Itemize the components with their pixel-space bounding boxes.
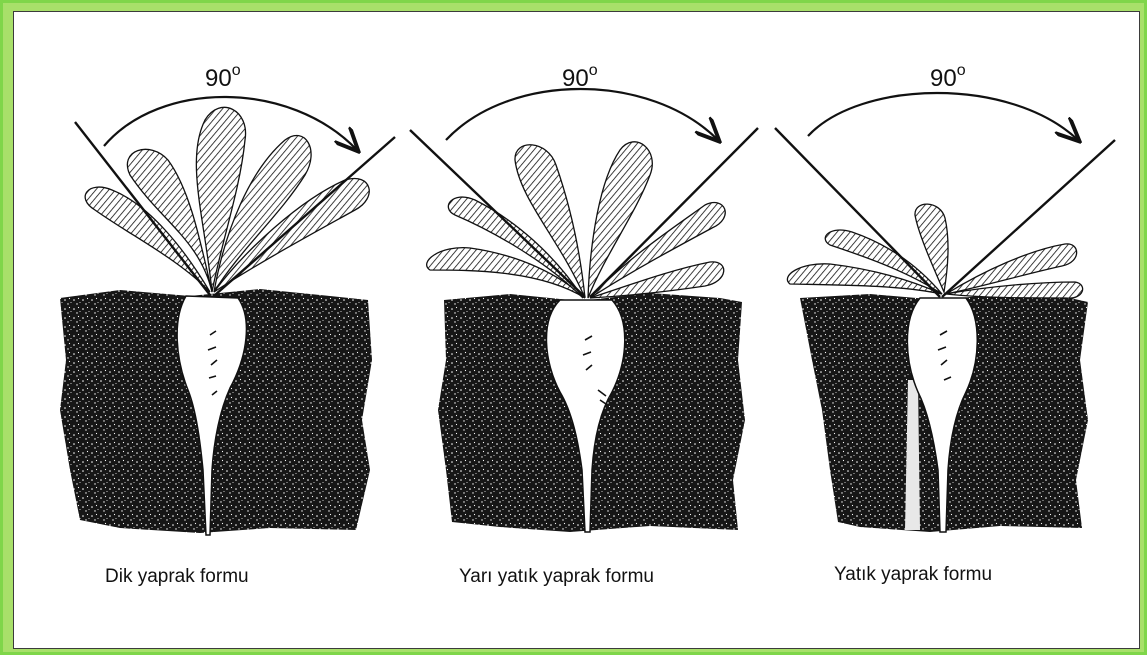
- angle-arc-arrow: [446, 89, 718, 140]
- panel-prostrate: 90o Yatık yaprak formu: [775, 62, 1115, 585]
- leaf-rosette: [427, 142, 726, 298]
- panel-upright: 90o Dik yaprak formu: [60, 62, 395, 587]
- panel-semi-prostrate: 90o Yarı yatık yaprak formu: [410, 62, 758, 587]
- caption-upright: Dik yaprak formu: [105, 566, 249, 587]
- angle-label: 90o: [930, 62, 966, 92]
- angle-arc-arrow: [808, 93, 1078, 140]
- angle-label: 90o: [205, 62, 241, 92]
- angle-label: 90o: [562, 62, 598, 92]
- leaf-rosette: [85, 107, 369, 292]
- degree-symbol: o: [957, 62, 966, 79]
- degree-symbol: o: [232, 62, 241, 79]
- caption-prostrate: Yatık yaprak formu: [834, 564, 992, 585]
- leaf-rosette: [787, 204, 1082, 298]
- degree-symbol: o: [589, 62, 598, 79]
- caption-semi-prostrate: Yarı yatık yaprak formu: [459, 566, 654, 587]
